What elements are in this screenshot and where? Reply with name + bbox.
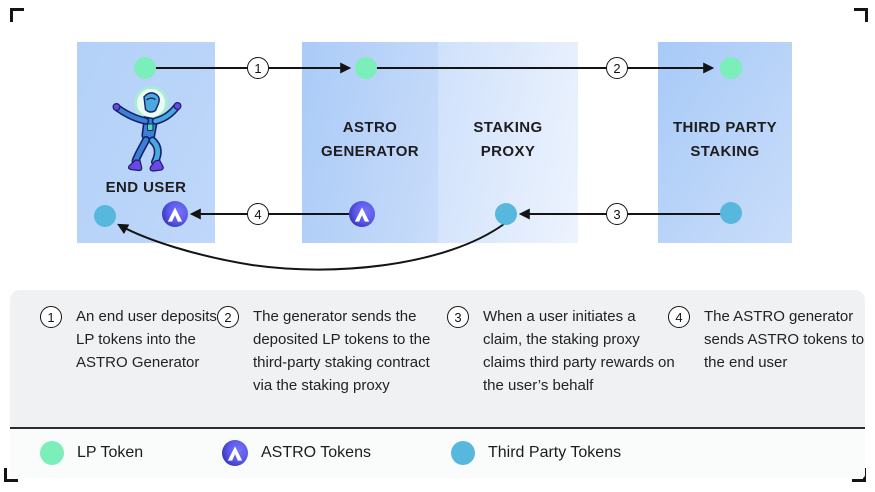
step-number: 2: [224, 309, 232, 325]
step-number-badge: 2: [217, 306, 239, 328]
corner-mark-bottom-left: [4, 468, 18, 482]
legend-label: Third Party Tokens: [488, 444, 622, 461]
step-text: The generator sends the deposited LP tok…: [253, 308, 431, 394]
box-label-line: PROXY: [480, 143, 536, 160]
step-number-badge: 4: [668, 306, 690, 328]
third-party-token-dot: [720, 202, 742, 224]
box-staking-proxy-label: STAKING PROXY: [438, 116, 578, 164]
step-text: An end user deposits LP tokens into the …: [76, 308, 217, 371]
box-label-line: GENERATOR: [320, 143, 420, 160]
lp-token-dot: [40, 441, 64, 465]
step-number-badge: 1: [40, 306, 62, 328]
corner-mark-top-right: [854, 8, 868, 22]
step-number: 3: [454, 309, 462, 325]
flow-step-number-badge: 1: [247, 57, 269, 79]
step-number: 4: [675, 309, 683, 325]
box-third-party-staking-label: THIRD PARTY STAKING: [658, 116, 792, 164]
legend-label: LP Token: [77, 444, 144, 461]
legend-item-lp-token: LP Token: [40, 440, 143, 466]
box-end-user-label: END USER: [77, 176, 215, 200]
third-party-token-dot: [495, 203, 517, 225]
third-party-token-dot: [94, 205, 116, 227]
step-text: The ASTRO generator sends ASTRO tokens t…: [704, 308, 865, 371]
step-item-4: 4 The ASTRO generator sends ASTRO tokens…: [668, 305, 872, 374]
step-number: 1: [47, 309, 55, 325]
corner-mark-top-left: [10, 8, 24, 22]
astro-token-icon: [222, 440, 248, 466]
lp-token-dot: [355, 57, 377, 79]
box-label-line: END USER: [105, 179, 187, 196]
box-label-line: ASTRO: [342, 119, 398, 136]
legend-panel: LP Token ASTRO Tokens Third Party Tokens: [10, 429, 865, 478]
astro-token-icon: [162, 201, 188, 227]
lp-token-dot: [720, 57, 742, 79]
box-astro-generator-label: ASTRO GENERATOR: [302, 116, 438, 164]
flow-diagram-panel: END USER ASTRO GENERATOR STAKING PROXY T…: [77, 42, 792, 271]
legend-label: ASTRO Tokens: [261, 444, 371, 461]
flow-step-number: 4: [254, 206, 262, 222]
step-item-2: 2 The generator sends the deposited LP t…: [217, 305, 431, 397]
legend-item-astro-tokens: ASTRO Tokens: [222, 440, 371, 466]
step-text: When a user initiates a claim, the staki…: [483, 308, 675, 394]
flow-step-number: 3: [613, 206, 621, 222]
astro-token-icon: [349, 201, 375, 227]
flow-step-number-badge: 4: [247, 203, 269, 225]
box-label-line: THIRD PARTY: [672, 119, 778, 136]
legend-divider: [10, 427, 865, 429]
flow-step-number: 2: [613, 60, 621, 76]
step-number-badge: 3: [447, 306, 469, 328]
flow-step-number-badge: 2: [606, 57, 628, 79]
astronaut-illustration: [112, 86, 182, 172]
step-item-3: 3 When a user initiates a claim, the sta…: [447, 305, 675, 397]
arrow-proxy-rewards-to-user-curve: [117, 223, 505, 271]
box-label-line: STAKING: [473, 119, 543, 136]
flow-step-number: 1: [254, 60, 262, 76]
legend-item-third-party-tokens: Third Party Tokens: [451, 440, 621, 466]
flow-step-number-badge: 3: [606, 203, 628, 225]
steps-panel: 1 An end user deposits LP tokens into th…: [10, 290, 865, 427]
box-label-line: STAKING: [690, 143, 760, 160]
step-item-1: 1 An end user deposits LP tokens into th…: [40, 305, 236, 374]
third-party-token-dot: [451, 441, 475, 465]
lp-token-dot: [134, 57, 156, 79]
